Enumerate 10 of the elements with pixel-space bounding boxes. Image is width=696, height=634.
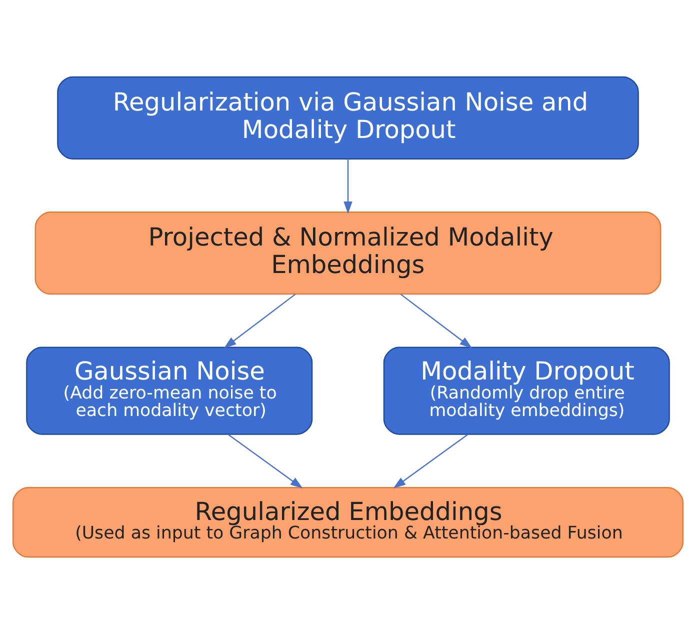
- node-box: Regularization via Gaussian Noise and Modality Dropout: [57, 76, 639, 160]
- arrow: [228, 434, 303, 488]
- arrow: [344, 158, 352, 214]
- node-box: Regularized Embeddings (Used as input to Graph Construction & Attention-based Fusion: [12, 486, 684, 558]
- arrow: [400, 294, 472, 348]
- arrow: [393, 434, 468, 488]
- arrow: [224, 294, 296, 348]
- node-box: Gaussian Noise (Add zero-mean noise to each modality vector): [26, 346, 313, 435]
- node-box: Modality Dropout (Randomly drop entire modality embeddings): [383, 346, 670, 435]
- node-box: Projected & Normalized Modality Embeddings: [34, 212, 662, 295]
